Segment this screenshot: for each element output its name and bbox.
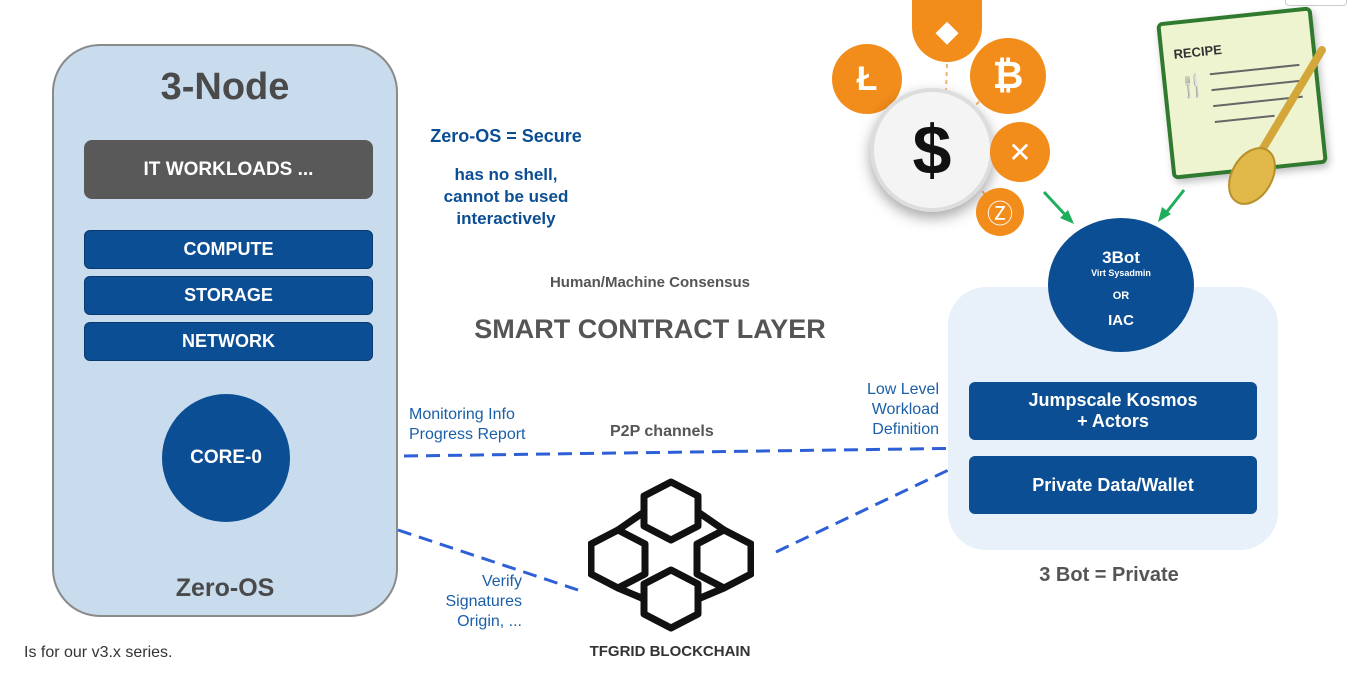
verify-line-1: Verify	[481, 573, 522, 590]
3bot-circle: 3Bot Virt Sysadmin OR IAC	[1048, 218, 1194, 352]
arrow-head-left	[1060, 210, 1074, 224]
monitoring-line-1: Monitoring Info	[409, 406, 515, 423]
consensus-subtitle: Human/Machine Consensus	[549, 274, 751, 291]
ripple-coin-icon: ✕	[990, 122, 1050, 182]
kosmos-line-2: + Actors	[1077, 411, 1149, 431]
p2p-channels-label: P2P channels	[610, 423, 714, 440]
3bot-private-caption: 3 Bot = Private	[1039, 564, 1179, 586]
verify-line-2: Signatures	[445, 593, 523, 610]
zero-os-secure-title: Zero-OS = Secure	[430, 126, 582, 146]
3bot-or: OR	[1112, 290, 1130, 302]
compute-layer: COMPUTE	[84, 230, 373, 269]
3bot-name: 3Bot	[1102, 248, 1140, 267]
note-line-3: interactively	[456, 209, 556, 228]
note-line-2: cannot be used	[443, 187, 569, 206]
kosmos-line-1: Jumpscale Kosmos	[1028, 390, 1198, 410]
zcash-coin-icon: Ⓩ	[976, 188, 1024, 236]
it-workloads-box: IT WORKLOADS ...	[84, 140, 373, 199]
dollar-coin-icon: $	[870, 88, 994, 212]
jumpscale-kosmos-box: Jumpscale Kosmos + Actors	[969, 382, 1257, 440]
arrow-head-right	[1158, 207, 1171, 222]
private-data-wallet-box: Private Data/Wallet	[969, 456, 1257, 514]
3bot-iac: IAC	[1108, 312, 1134, 329]
blockchain-label: TFGRID BLOCKCHAIN	[589, 643, 751, 660]
bitcoin-coin-icon: ₿	[970, 38, 1046, 114]
monitoring-line-2: Progress Report	[409, 426, 526, 443]
note-line-1: has no shell,	[454, 165, 558, 184]
blockchain-icon	[588, 478, 754, 632]
storage-layer: STORAGE	[84, 276, 373, 315]
spoon-icon	[1228, 46, 1326, 205]
recipe-label: RECIPE	[1172, 41, 1223, 62]
blockchain-dashed-line	[775, 454, 979, 554]
ethereum-coin-icon: ◆	[912, 0, 982, 62]
low-level-line-3: Definition	[872, 421, 939, 438]
monitoring-label: Monitoring Info Progress Report	[409, 405, 526, 445]
fork-knife-icon: 🍴	[1177, 71, 1208, 100]
p2p-dashed-line	[403, 446, 981, 458]
network-layer: NETWORK	[84, 322, 373, 361]
low-level-line-2: Workload	[871, 401, 939, 418]
footer-note: Is for our v3.x series.	[24, 644, 173, 661]
verify-label: Verify Signatures Origin, ...	[430, 572, 523, 632]
low-level-line-1: Low Level	[866, 381, 939, 398]
low-level-label: Low Level Workload Definition	[845, 380, 939, 440]
smart-contract-title: SMART CONTRACT LAYER	[474, 314, 826, 344]
node-title: 3-Node	[160, 66, 290, 108]
verify-line-3: Origin, ...	[457, 613, 522, 630]
core-0-circle: CORE-0	[162, 394, 290, 522]
zero-os-secure-note: has no shell, cannot be used interactive…	[415, 164, 597, 230]
verify-dashed-line	[397, 528, 579, 592]
zero-os-label: Zero-OS	[175, 574, 275, 602]
corner-button[interactable]	[1285, 0, 1347, 6]
3bot-sub: Virt Sysadmin	[1091, 268, 1151, 278]
